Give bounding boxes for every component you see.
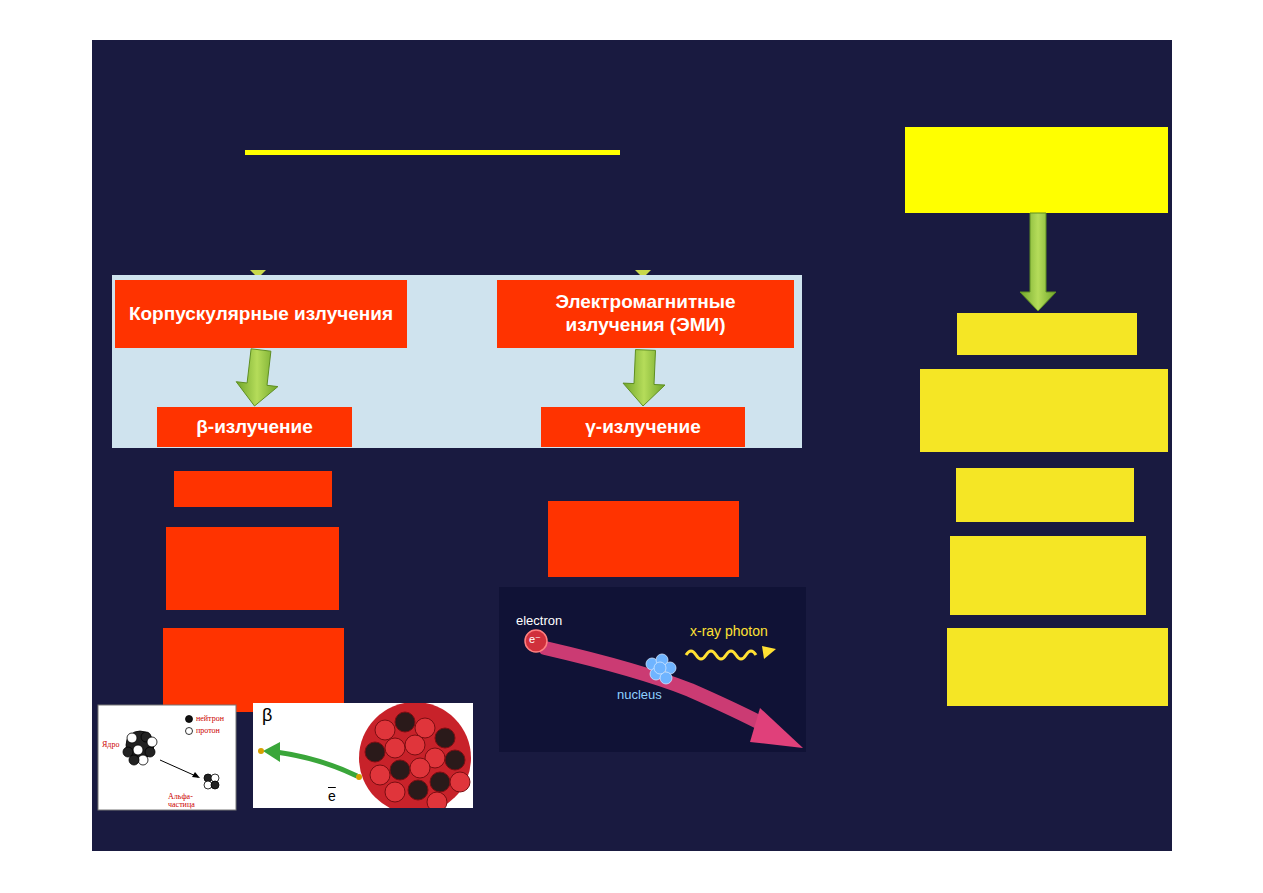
process-box: β-излучение [157,407,352,447]
block-arrow [236,349,278,406]
box-text: Корпускулярные излучения [129,303,393,326]
process-box: γ-излучение [541,407,745,447]
part-name: nucleus [617,688,662,701]
part-name: протон [196,727,220,735]
box-text: γ-излучение [585,416,700,439]
symbol-label: e⁻ [529,634,541,645]
symbol-label: β [262,706,272,724]
part-name: нейтрон [196,715,224,723]
symbol-label: e [328,789,336,803]
block-arrow [623,350,665,406]
part-name: x-ray photon [690,624,768,638]
part-name: Ядро [102,741,119,749]
part-name: Альфа-частица [168,793,208,809]
process-box: Корпускулярные излучения [115,280,407,348]
box-text: β-излучение [196,416,313,439]
part-name: electron [516,614,562,627]
box-text: Электромагнитные излучения (ЭМИ) [507,291,784,337]
process-box: Электромагнитные излучения (ЭМИ) [497,280,794,348]
